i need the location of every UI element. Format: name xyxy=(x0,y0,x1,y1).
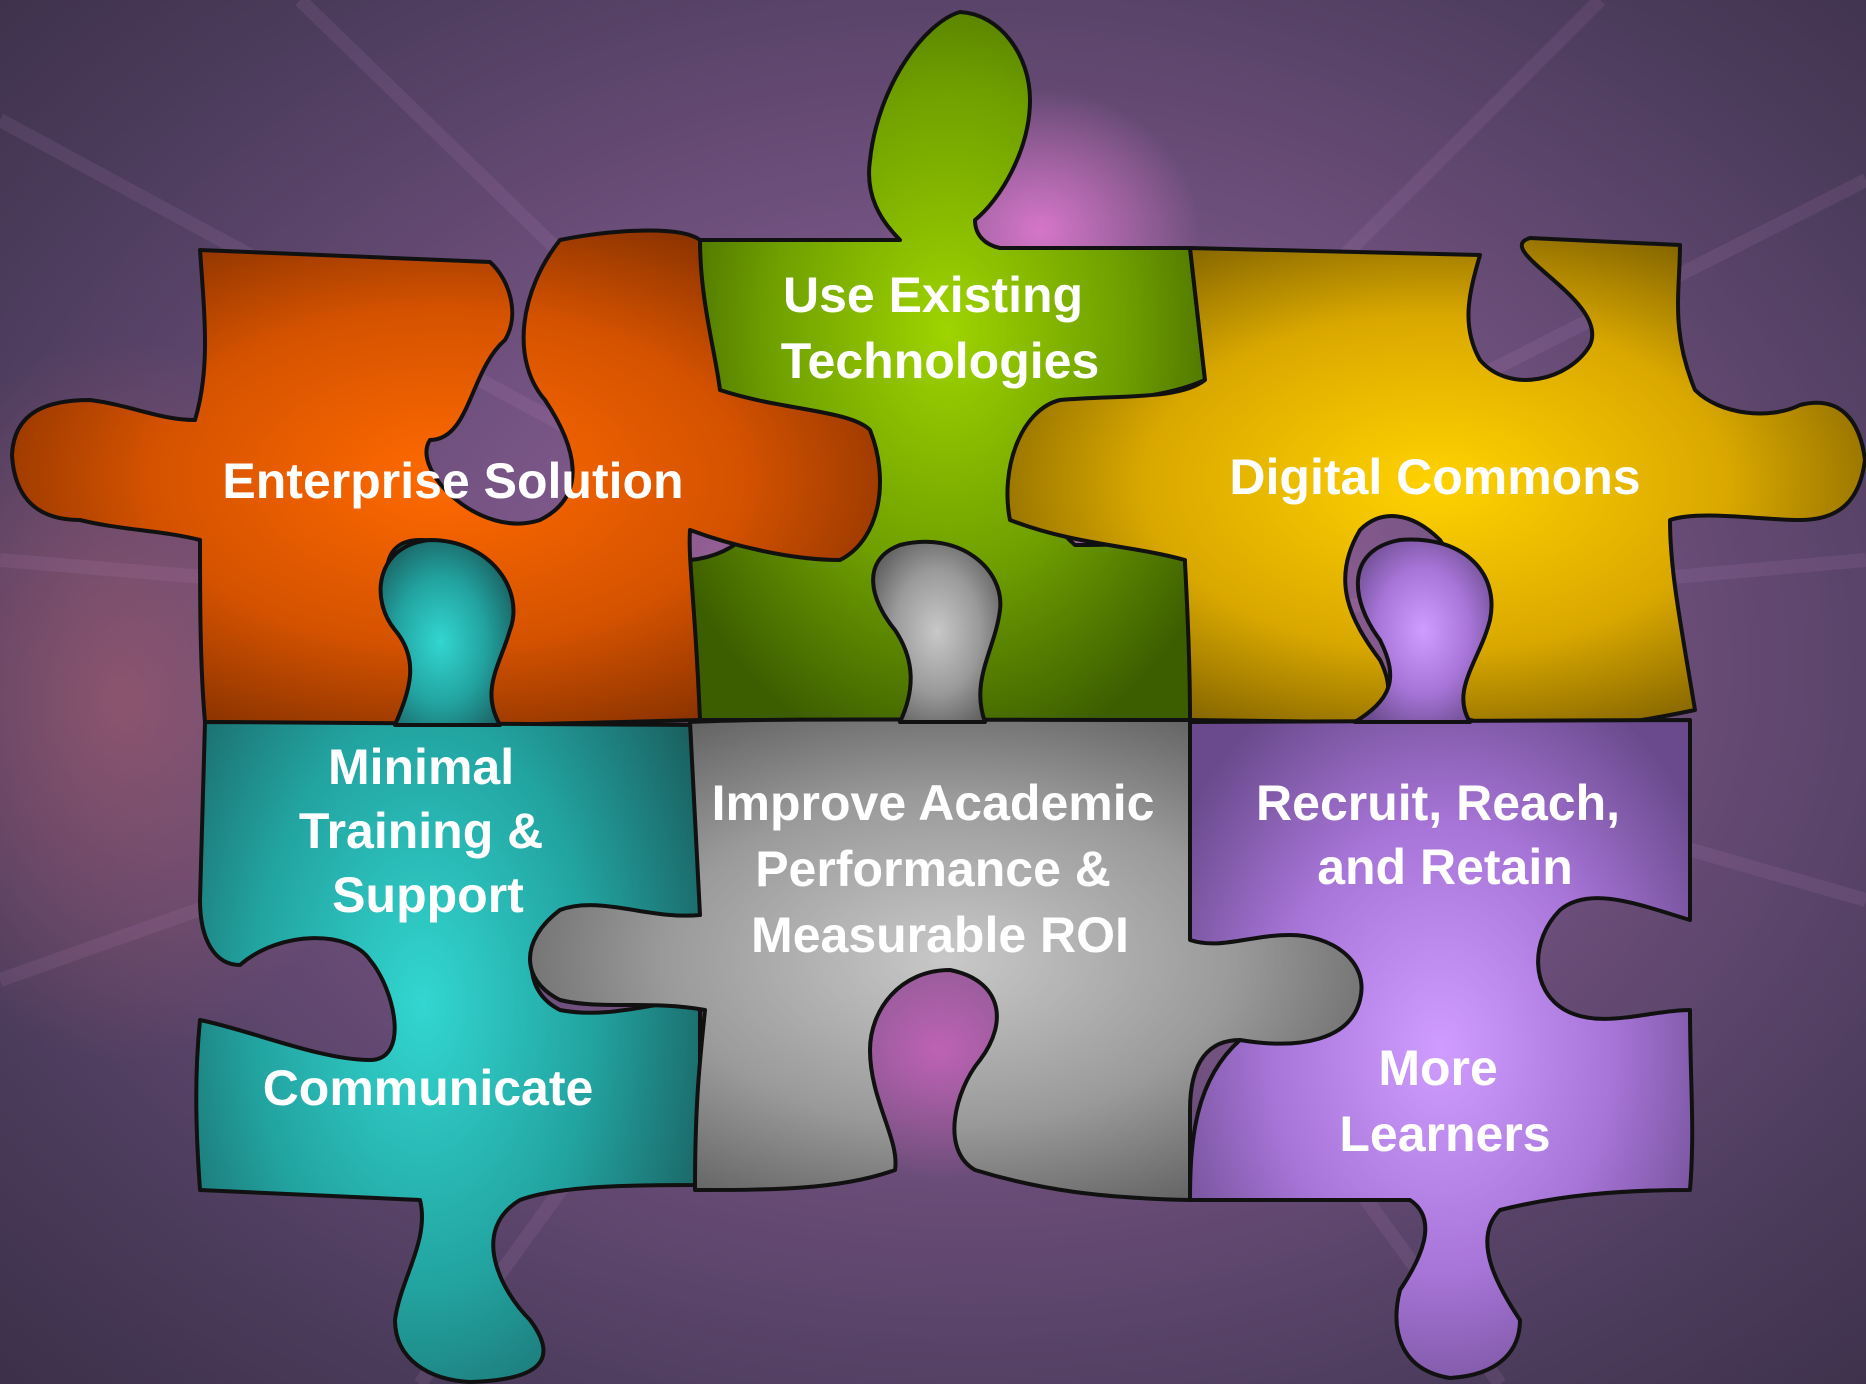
label-minimal-training-support: Minimal Training & Support xyxy=(299,739,557,923)
puzzle-piece-recruit-reach-retain xyxy=(1188,718,1695,1380)
label-enterprise-solution: Enterprise Solution xyxy=(222,453,683,509)
label-line: and Retain xyxy=(1317,839,1573,895)
label-line: Recruit, Reach, xyxy=(1256,775,1620,831)
label-line: Improve Academic xyxy=(712,775,1155,831)
label-line: Minimal xyxy=(328,739,514,795)
label-more-learners: More Learners xyxy=(1339,1040,1550,1162)
label-line: Training & xyxy=(299,803,543,859)
puzzle-knob-gray-top xyxy=(871,539,1003,724)
label-line: Performance & xyxy=(755,841,1111,897)
label-line: Technologies xyxy=(781,333,1100,389)
puzzle-piece-enterprise-solution xyxy=(10,228,882,727)
puzzle-knob-teal-top xyxy=(378,538,516,727)
label-line: Support xyxy=(332,867,524,923)
label-line: Use Existing xyxy=(783,267,1083,323)
label-line: Learners xyxy=(1339,1106,1550,1162)
label-line: Measurable ROI xyxy=(751,907,1129,963)
label-line: Communicate xyxy=(263,1060,594,1116)
puzzle-knob-purple-top xyxy=(1353,537,1494,724)
label-line: Digital Commons xyxy=(1229,449,1640,505)
label-use-existing-technologies: Use Existing Technologies xyxy=(781,267,1100,389)
label-line: More xyxy=(1378,1040,1497,1096)
label-improve-academic-performance: Improve Academic Performance & Measurabl… xyxy=(712,775,1169,963)
label-recruit-reach-retain: Recruit, Reach, and Retain xyxy=(1256,775,1634,895)
label-communicate: Communicate xyxy=(263,1060,594,1116)
label-line: Enterprise Solution xyxy=(222,453,683,509)
label-digital-commons: Digital Commons xyxy=(1229,449,1640,505)
